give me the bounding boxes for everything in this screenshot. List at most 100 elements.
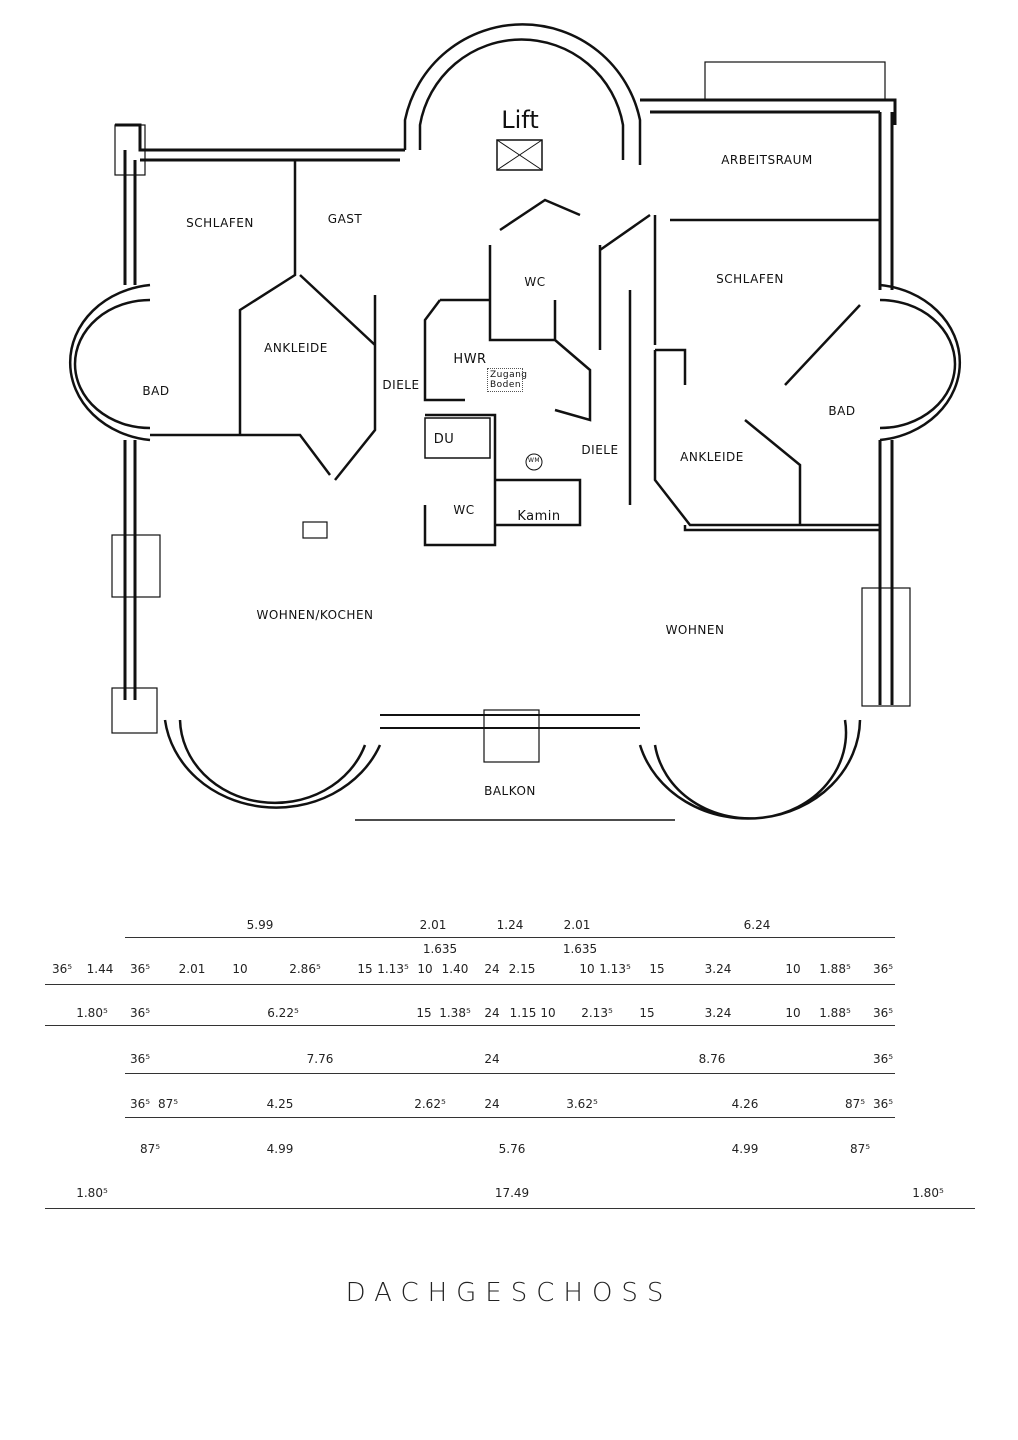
window xyxy=(704,61,886,101)
dimension-label: 24 xyxy=(484,962,500,976)
dimension-label: 3.62⁵ xyxy=(566,1097,598,1111)
dimension-label: 36⁵ xyxy=(129,1006,151,1020)
dimension-label: 6.24 xyxy=(743,918,771,932)
dimension-label: 15 xyxy=(639,1006,655,1020)
dimension-label: 24 xyxy=(484,1052,500,1066)
bay-right xyxy=(879,283,962,442)
dimension-label: 36⁵ xyxy=(129,1097,151,1111)
room-label-schlafen-left: SCHLAFEN xyxy=(186,216,254,230)
dimension-label: 7.76 xyxy=(306,1052,334,1066)
room-label-kamin: Kamin xyxy=(517,509,561,524)
dimension-label: 2.01 xyxy=(563,918,591,932)
dimension-label: 2.62⁵ xyxy=(414,1097,446,1111)
dimension-label: 5.99 xyxy=(246,918,274,932)
dimension-line xyxy=(125,937,895,938)
dimension-line xyxy=(125,1117,895,1118)
dimension-label: 24 xyxy=(484,1006,500,1020)
dimension-label: 1.24 xyxy=(496,918,524,932)
dimension-label: 2.86⁵ xyxy=(289,962,321,976)
dimension-label: 10 xyxy=(785,962,801,976)
dimension-label: 2.01 xyxy=(419,918,447,932)
dimension-label: 10 xyxy=(417,962,433,976)
room-label-ankleide-left: ANKLEIDE xyxy=(264,341,328,355)
dimension-label: 2.13⁵ xyxy=(581,1006,613,1020)
room-label-diele-left: DIELE xyxy=(382,378,420,392)
dimension-label: 36⁵ xyxy=(872,1052,894,1066)
stove-icon xyxy=(302,521,328,539)
wall-right xyxy=(878,112,894,705)
dimension-label: 15 xyxy=(416,1006,432,1020)
dimension-label: 36⁵ xyxy=(872,1097,894,1111)
room-label-gast: GAST xyxy=(327,212,363,226)
dimension-label: 1.15 xyxy=(509,1006,537,1020)
dimension-label: 10 xyxy=(579,962,595,976)
wall-left xyxy=(123,150,137,700)
room-label-bad-right: BAD xyxy=(828,404,856,418)
interior-walls xyxy=(150,160,880,547)
bay-bottom-right xyxy=(638,719,862,820)
dimension-label: 36⁵ xyxy=(51,962,73,976)
room-label-wc-top: WC xyxy=(524,275,546,289)
room-label-du: DU xyxy=(433,432,455,447)
drawing-title: DACHGESCHOSS xyxy=(345,1278,673,1308)
dimension-label: 10 xyxy=(540,1006,556,1020)
bay-bottom-left xyxy=(163,719,382,809)
dimension-label: 87⁵ xyxy=(844,1097,866,1111)
dimension-label: 4.99 xyxy=(731,1142,759,1156)
room-label-zugang-boden: Zugang Boden xyxy=(487,368,527,392)
dimension-label: 4.26 xyxy=(731,1097,759,1111)
room-label-bad-left: BAD xyxy=(142,384,170,398)
dimension-line xyxy=(45,984,895,985)
dimension-label: 1.40 xyxy=(441,962,469,976)
dimension-label: 1.13⁵ xyxy=(377,962,409,976)
floor-plan xyxy=(68,23,962,821)
dimension-label: 1.88⁵ xyxy=(819,962,851,976)
dimension-label: 10 xyxy=(785,1006,801,1020)
dimension-label: 1.88⁵ xyxy=(819,1006,851,1020)
dimension-label: 1.635 xyxy=(562,942,598,956)
dimension-label: 1.38⁵ xyxy=(439,1006,471,1020)
window xyxy=(861,587,911,707)
room-label-lift: Lift xyxy=(501,106,539,134)
dimension-label: 3.24 xyxy=(704,962,732,976)
room-label-balkon: BALKON xyxy=(484,784,536,798)
dimension-label: 5.76 xyxy=(498,1142,526,1156)
room-label-wohnen-kochen: WOHNEN/KOCHEN xyxy=(256,608,374,622)
room-label-arbeitsraum: ARBEITSRAUM xyxy=(721,153,813,167)
wall-top-left xyxy=(115,123,405,162)
dimension-label: 36⁵ xyxy=(129,1052,151,1066)
dimension-label: 1.80⁵ xyxy=(912,1186,944,1200)
dimension-label: 36⁵ xyxy=(872,1006,894,1020)
shower xyxy=(424,417,491,459)
dimension-label: 2.15 xyxy=(508,962,536,976)
dimension-label: 87⁵ xyxy=(139,1142,161,1156)
bay-left xyxy=(68,283,151,442)
dimension-label: 36⁵ xyxy=(872,962,894,976)
wall-top-right xyxy=(640,98,897,125)
dimension-line xyxy=(45,1208,975,1209)
dimension-label: 10 xyxy=(232,962,248,976)
dimension-label: 36⁵ xyxy=(129,962,151,976)
dimension-label: 4.25 xyxy=(266,1097,294,1111)
window xyxy=(483,709,540,763)
dimension-line xyxy=(45,1025,895,1026)
lift-shaft xyxy=(496,139,543,171)
dimension-label: 3.24 xyxy=(704,1006,732,1020)
window xyxy=(111,687,158,734)
dimension-label: 2.01 xyxy=(178,962,206,976)
room-label-diele-right: DIELE xyxy=(581,443,619,457)
dimension-label: 24 xyxy=(484,1097,500,1111)
window xyxy=(111,534,161,598)
dimension-line xyxy=(125,1073,895,1074)
dimension-label: 15 xyxy=(649,962,665,976)
dimension-label: 1.44 xyxy=(86,962,114,976)
window xyxy=(114,124,146,176)
dimension-label: 1.635 xyxy=(422,942,458,956)
room-label-hwr: HWR xyxy=(453,352,487,367)
dimension-label: 4.99 xyxy=(266,1142,294,1156)
dimension-label: 1.13⁵ xyxy=(599,962,631,976)
dimension-label: 8.76 xyxy=(698,1052,726,1066)
dimension-label: 17.49 xyxy=(494,1186,530,1200)
room-label-schlafen-right: SCHLAFEN xyxy=(716,272,784,286)
room-label-wc-bottom: WC xyxy=(453,503,475,517)
